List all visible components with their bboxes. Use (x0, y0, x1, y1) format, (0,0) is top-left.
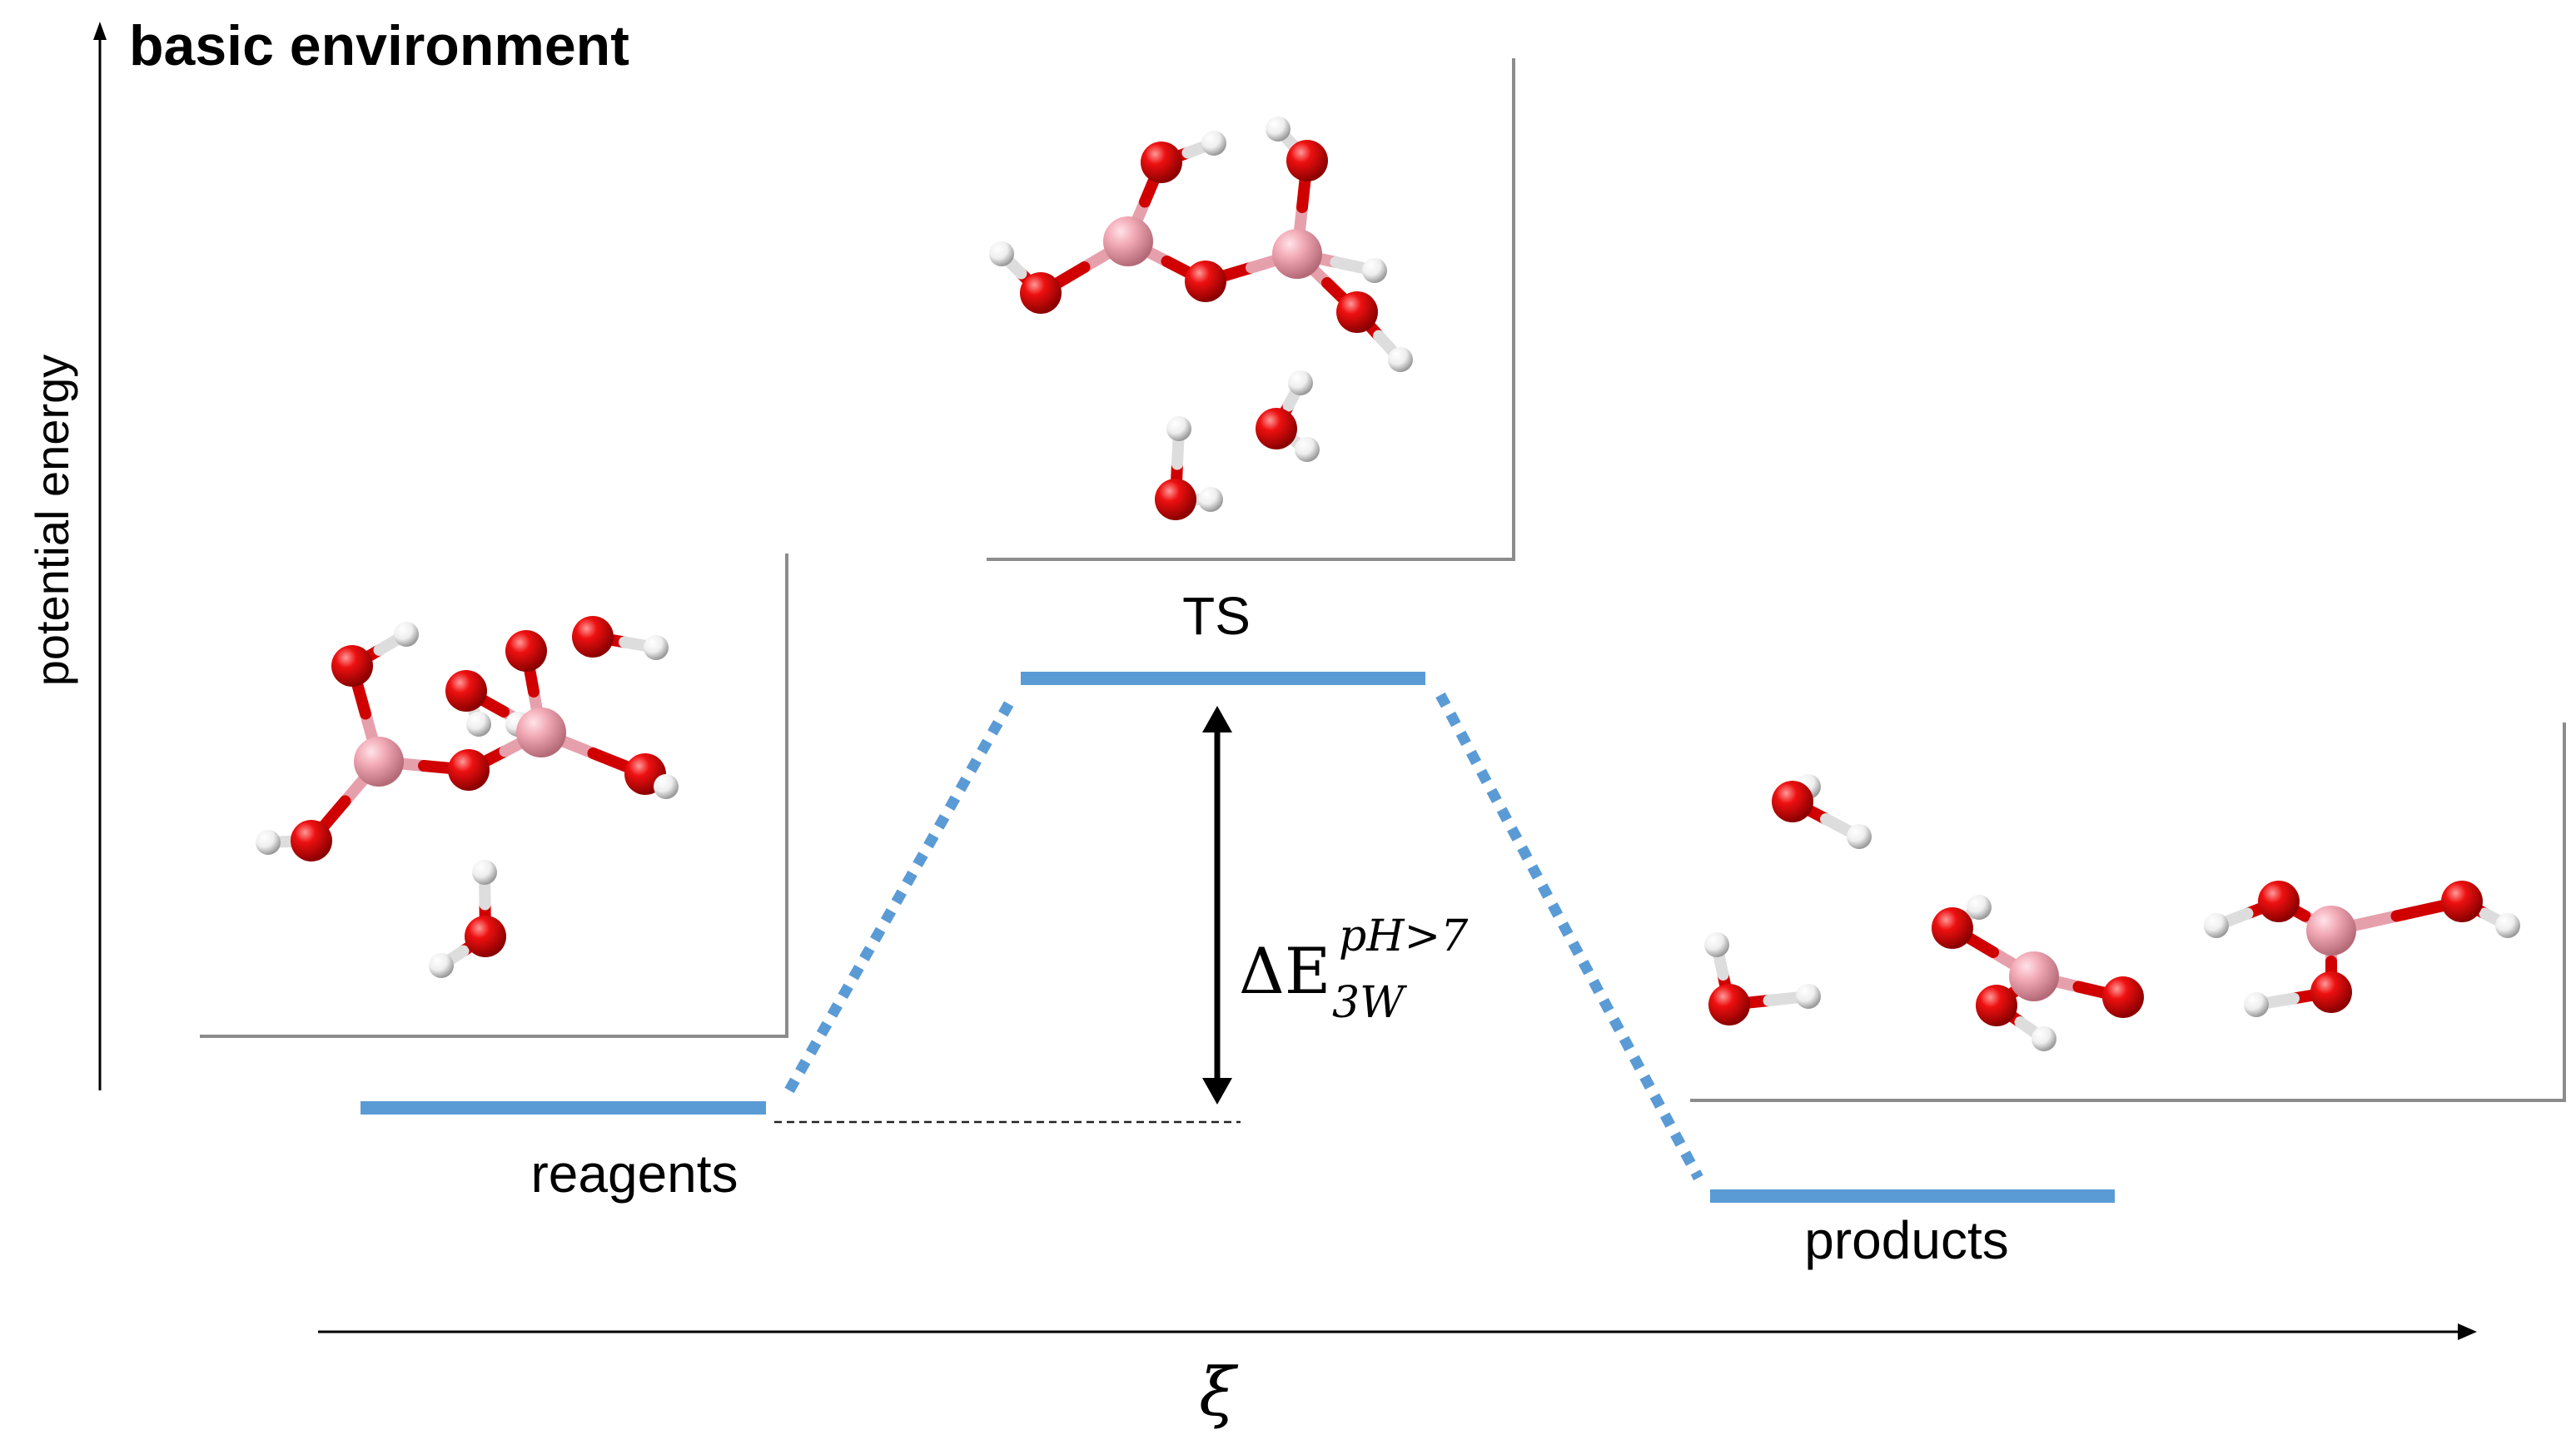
oxygen-atom (465, 916, 506, 957)
oxygen-atom (445, 670, 487, 712)
hydrogen-atom (1847, 824, 1872, 849)
oxygen-atom (1286, 140, 1328, 181)
y-axis (93, 22, 107, 1090)
oxygen-atom (1256, 408, 1297, 449)
hydrogen-atom (1201, 131, 1226, 156)
y-axis-label: potential energy (26, 355, 78, 687)
oxygen-atom (2441, 881, 2483, 922)
reagents-molecule-panel (200, 554, 788, 1038)
reagents-label: reagents (530, 1144, 738, 1204)
arrow-up-icon (1202, 706, 1232, 732)
y-axis-arrow-icon (93, 22, 107, 40)
boron-atom (2009, 951, 2059, 1001)
boron-atom (1103, 216, 1153, 266)
delta-e-subscript: 3W (1332, 978, 1407, 1028)
hydrogen-atom (1198, 487, 1223, 512)
products-molecule-panel (1690, 722, 2566, 1102)
hydrogen-atom (1362, 258, 1387, 283)
oxygen-atom (505, 630, 547, 672)
oxygen-atom (448, 749, 490, 791)
boron-atom (516, 708, 566, 757)
hydrogen-atom (256, 830, 281, 855)
oxygen-atom (291, 820, 332, 861)
hydrogen-atom (644, 635, 669, 660)
oxygen-atom (572, 616, 614, 658)
x-axis-arrow-icon (2458, 1323, 2477, 1340)
diagram-title: basic environment (129, 14, 629, 77)
oxygen-atom (1155, 479, 1196, 520)
delta-e-base: ΔE (1239, 934, 1330, 1008)
oxygen-atom (331, 645, 373, 687)
hydrogen-atom (1288, 370, 1313, 395)
hydrogen-atom (472, 860, 497, 885)
hydrogen-atom (1388, 347, 1413, 372)
ts-label: TS (1182, 586, 1251, 646)
oxygen-atom (1336, 291, 1378, 333)
hydrogen-atom (1266, 117, 1290, 142)
hydrogen-atom (429, 953, 454, 978)
boron-atom (2306, 906, 2356, 956)
hydrogen-atom (1166, 416, 1191, 441)
ts-molecule-icon (989, 117, 1413, 520)
hydrogen-atom (2204, 913, 2229, 938)
reagents-molecule-icon (256, 616, 679, 978)
x-axis (318, 1323, 2477, 1340)
hydrogen-atom (654, 774, 679, 799)
oxygen-atom (1932, 907, 1973, 949)
reagents-ts-connector (784, 700, 1014, 1094)
hydrogen-atom (989, 241, 1014, 266)
oxygen-atom (1020, 272, 1062, 314)
oxygen-atom (1976, 985, 2017, 1026)
energy-barrier-arrow (1202, 706, 1232, 1105)
hydrogen-atom (2031, 1026, 2056, 1051)
hydrogen-atom (2244, 992, 2269, 1017)
oxygen-atom (1185, 261, 1226, 302)
hydrogen-atom (394, 622, 419, 647)
oxygen-atom (1141, 142, 1182, 183)
oxygen-atom (2102, 976, 2144, 1018)
boron-atom (354, 737, 404, 787)
ts-products-connector (1435, 692, 1703, 1181)
oxygen-atom (2310, 971, 2352, 1013)
hydrogen-atom (1704, 932, 1729, 957)
hydrogen-atom (1796, 984, 1821, 1009)
products-molecule-icon (1704, 774, 2520, 1051)
hydrogen-atom (2495, 913, 2520, 938)
oxygen-atom (1708, 984, 1750, 1025)
ts-molecule-panel (987, 58, 1515, 561)
boron-atom (1272, 229, 1322, 279)
hydrogen-atom (1967, 895, 1992, 920)
hydrogen-atom (466, 712, 491, 737)
hydrogen-atom (1295, 437, 1320, 462)
delta-e-label: ΔE (1239, 934, 1330, 1008)
products-label: products (1804, 1210, 2008, 1270)
oxygen-atom (2258, 881, 2300, 922)
arrow-down-icon (1202, 1078, 1232, 1105)
oxygen-atom (1772, 781, 1813, 822)
delta-e-superscript: pH>7 (1339, 911, 1469, 961)
x-axis-label: ξ (1199, 1353, 1239, 1431)
